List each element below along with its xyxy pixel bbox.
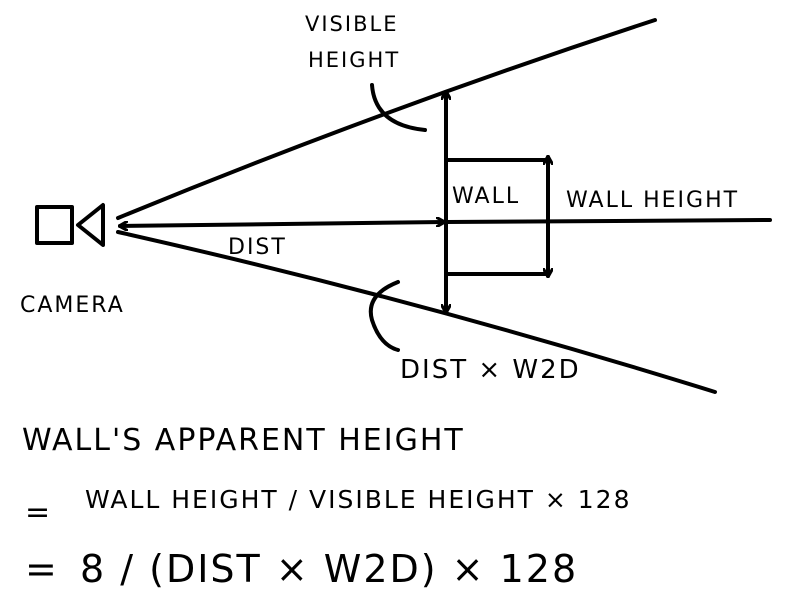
- wall-label: WALL: [452, 184, 520, 209]
- formula-eq1: WALL HEIGHT / VISIBLE HEIGHT × 128: [85, 485, 632, 514]
- horizon-line: [444, 218, 772, 224]
- dist-w2d-label: DIST × W2D: [400, 355, 581, 385]
- dist-w2d-leader: [368, 280, 400, 352]
- dist-arrow: [120, 222, 444, 226]
- visible-height-label: VISIBLE: [305, 12, 398, 36]
- lower-view-line: [116, 230, 717, 394]
- formula-eq2: 8 / (DIST × W2D) × 128: [80, 547, 578, 591]
- visible-height-leader: [370, 83, 427, 132]
- formula-title: WALL'S APPARENT HEIGHT: [22, 423, 465, 458]
- wall-height-label: WALL HEIGHT: [566, 188, 739, 213]
- dist-label: DIST: [228, 235, 287, 260]
- wall-box: [446, 158, 550, 276]
- formula-eq2-sign: =: [25, 547, 59, 591]
- visible-height-label-2: HEIGHT: [308, 48, 400, 72]
- camera-icon: [35, 203, 105, 247]
- formula-eq1-sign: =: [25, 495, 52, 530]
- camera-label: CAMERA: [20, 293, 125, 318]
